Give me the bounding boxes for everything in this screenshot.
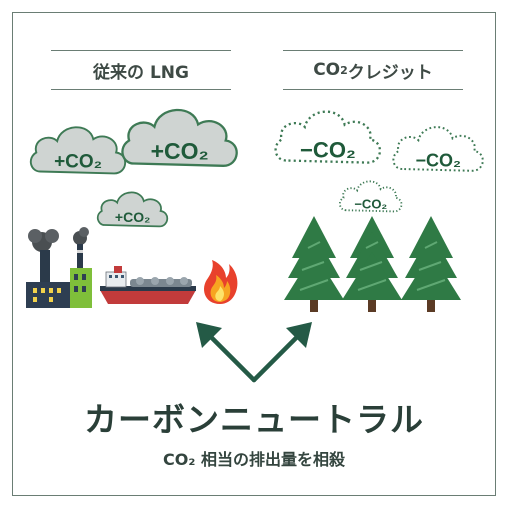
- plus-cloud-1-label: +CO₂: [54, 152, 102, 173]
- minus-cloud-3: −CO₂: [338, 180, 403, 213]
- tree-icon-3: [401, 216, 461, 312]
- plus-cloud-3-label: +CO₂: [115, 209, 150, 225]
- title-carbon-neutral: カーボンニュートラル: [84, 400, 424, 439]
- tree-icon-1: [284, 216, 344, 312]
- minus-cloud-3-label: −CO₂: [354, 196, 387, 211]
- arrow-head-right-icon: [286, 322, 312, 348]
- outer-frame: [12, 12, 496, 496]
- flame-icon: [204, 260, 238, 304]
- convergence-arrows: [203, 329, 305, 383]
- minus-cloud-1: −CO₂: [274, 110, 382, 164]
- header-conventional-lng-text: 従来の LNG: [93, 62, 189, 83]
- header-co2-credit-prefix: CO: [313, 60, 341, 80]
- plus-cloud-2: +CO₂: [121, 108, 238, 167]
- arrow-head-left-icon: [196, 322, 222, 348]
- header-co2-credit-sub: 2: [340, 63, 348, 77]
- minus-cloud-1-label: −CO₂: [300, 137, 356, 162]
- minus-cloud-2: −CO₂: [392, 126, 484, 172]
- subtitle-offset: CO₂ 相当の排出量を相殺: [163, 450, 345, 469]
- header-co2-credit-suffix: クレジット: [347, 62, 433, 83]
- header-conventional-lng: 従来の LNG: [51, 50, 231, 90]
- plus-cloud-1: +CO₂: [29, 126, 127, 175]
- plus-cloud-2-label: +CO₂: [151, 138, 209, 164]
- plus-cloud-3: +CO₂: [96, 191, 169, 228]
- factory-icon: [26, 227, 92, 308]
- minus-cloud-2-label: −CO₂: [415, 150, 461, 170]
- tree-icon-2: [342, 216, 402, 312]
- lng-tanker-icon: [100, 266, 196, 304]
